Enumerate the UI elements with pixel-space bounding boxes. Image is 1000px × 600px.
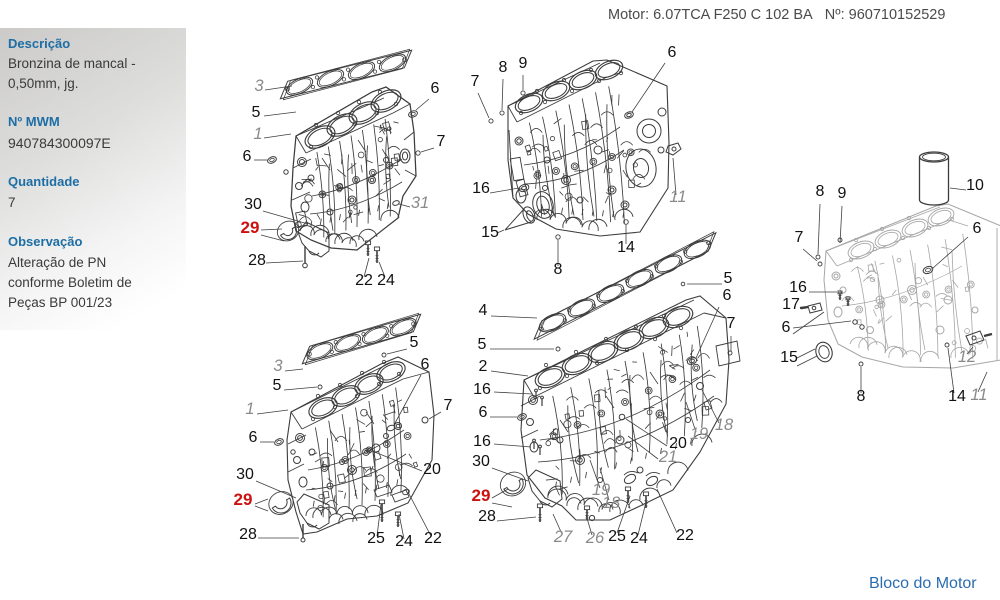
svg-text:14: 14 [948,388,966,405]
svg-text:7: 7 [727,315,736,332]
svg-text:30: 30 [472,453,490,470]
svg-text:10: 10 [966,177,984,194]
svg-text:18: 18 [602,494,621,512]
svg-text:24: 24 [395,533,413,550]
svg-text:8: 8 [816,183,825,200]
svg-text:9: 9 [519,55,528,72]
svg-text:5: 5 [410,334,419,351]
svg-text:24: 24 [630,530,648,547]
svg-text:25: 25 [608,528,626,545]
svg-text:16: 16 [472,180,490,197]
svg-text:5: 5 [273,377,282,394]
svg-text:19: 19 [690,425,708,443]
svg-text:11: 11 [669,188,686,206]
svg-text:28: 28 [239,526,257,543]
svg-text:6: 6 [723,287,732,304]
svg-text:30: 30 [244,196,262,213]
svg-text:6: 6 [431,80,440,97]
svg-text:8: 8 [554,261,563,278]
svg-text:9: 9 [838,185,847,202]
svg-text:29: 29 [472,486,491,505]
svg-text:4: 4 [479,302,488,319]
svg-text:16: 16 [473,433,491,450]
svg-text:8: 8 [857,388,866,405]
svg-text:16: 16 [789,279,807,296]
svg-text:20: 20 [669,435,687,452]
svg-text:29: 29 [241,218,260,237]
svg-text:1: 1 [245,400,254,418]
svg-text:19: 19 [592,481,610,499]
svg-text:12: 12 [958,348,976,366]
svg-text:6: 6 [668,44,677,61]
svg-text:17: 17 [782,296,800,313]
svg-text:24: 24 [377,272,395,289]
svg-text:20: 20 [423,461,441,478]
svg-text:5: 5 [252,104,261,121]
svg-text:15: 15 [481,224,499,241]
svg-text:7: 7 [444,397,453,414]
svg-text:22: 22 [424,530,442,547]
svg-text:11: 11 [970,386,987,404]
svg-text:18: 18 [715,416,734,434]
svg-text:2: 2 [479,358,488,375]
svg-text:3: 3 [254,77,264,95]
svg-text:29: 29 [234,490,253,509]
svg-text:14: 14 [617,239,635,256]
svg-text:22: 22 [355,272,373,289]
svg-text:5: 5 [724,270,733,287]
svg-text:7: 7 [471,73,480,90]
svg-text:28: 28 [248,252,266,269]
svg-text:28: 28 [478,508,496,525]
svg-text:21: 21 [658,448,677,466]
svg-text:5: 5 [478,336,487,353]
svg-text:15: 15 [780,349,798,366]
svg-text:1: 1 [253,125,262,143]
svg-text:31: 31 [411,194,429,212]
svg-text:6: 6 [782,319,791,336]
svg-text:6: 6 [243,148,252,165]
svg-text:22: 22 [676,527,694,544]
svg-text:26: 26 [585,529,605,547]
svg-text:6: 6 [479,404,488,421]
svg-text:6: 6 [973,220,982,237]
svg-text:6: 6 [249,429,258,446]
svg-text:3: 3 [273,357,283,375]
svg-text:7: 7 [795,229,804,246]
svg-text:7: 7 [437,133,446,150]
svg-text:30: 30 [236,466,254,483]
svg-text:27: 27 [553,528,573,546]
svg-text:25: 25 [367,530,385,547]
svg-text:16: 16 [473,381,491,398]
svg-text:6: 6 [421,356,430,373]
svg-text:8: 8 [499,59,508,76]
